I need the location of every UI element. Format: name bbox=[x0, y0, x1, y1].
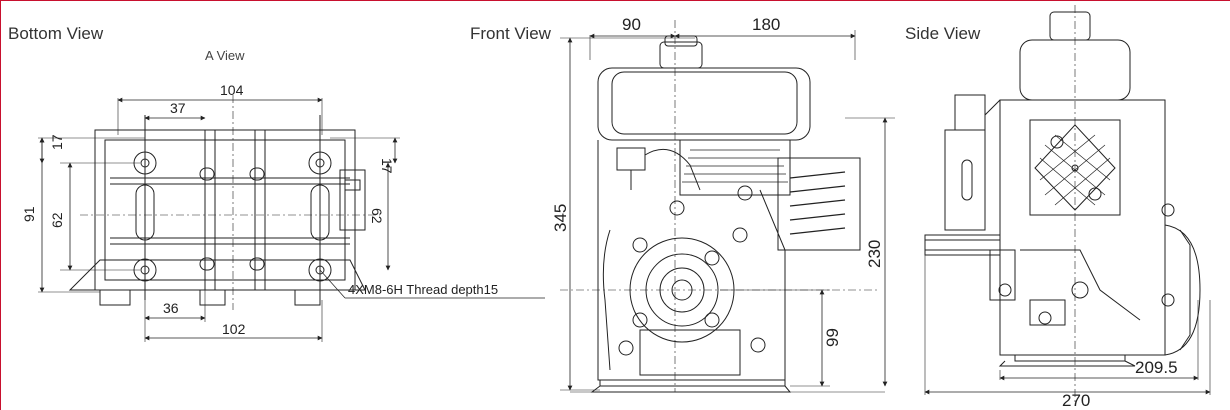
dim-230: 230 bbox=[865, 240, 884, 268]
dim-90: 90 bbox=[622, 15, 641, 34]
dim-17-right: 17 bbox=[379, 158, 395, 174]
dim-36: 36 bbox=[163, 300, 179, 316]
dim-345: 345 bbox=[551, 204, 570, 232]
dim-270: 270 bbox=[1062, 391, 1090, 410]
dim-62-right: 62 bbox=[369, 208, 385, 224]
dim-180: 180 bbox=[752, 15, 780, 34]
a-view-subtitle: A View bbox=[205, 48, 245, 63]
bottom-view-drawing bbox=[38, 95, 545, 342]
dim-209-5: 209.5 bbox=[1135, 358, 1178, 377]
bottom-view-title: Bottom View bbox=[8, 24, 104, 43]
dim-104: 104 bbox=[220, 82, 244, 98]
thread-note: 4XM8-6H Thread depth15 bbox=[348, 282, 498, 297]
side-view-title: Side View bbox=[905, 24, 981, 43]
dim-102: 102 bbox=[222, 321, 246, 337]
dim-37: 37 bbox=[170, 100, 186, 116]
front-view-drawing bbox=[560, 20, 895, 393]
dim-91: 91 bbox=[21, 206, 37, 222]
side-view-drawing bbox=[924, 5, 1211, 405]
front-view-title: Front View bbox=[470, 24, 551, 43]
dim-17-left: 17 bbox=[49, 134, 65, 150]
dim-99: 99 bbox=[823, 328, 842, 347]
dim-62-left: 62 bbox=[49, 212, 65, 228]
